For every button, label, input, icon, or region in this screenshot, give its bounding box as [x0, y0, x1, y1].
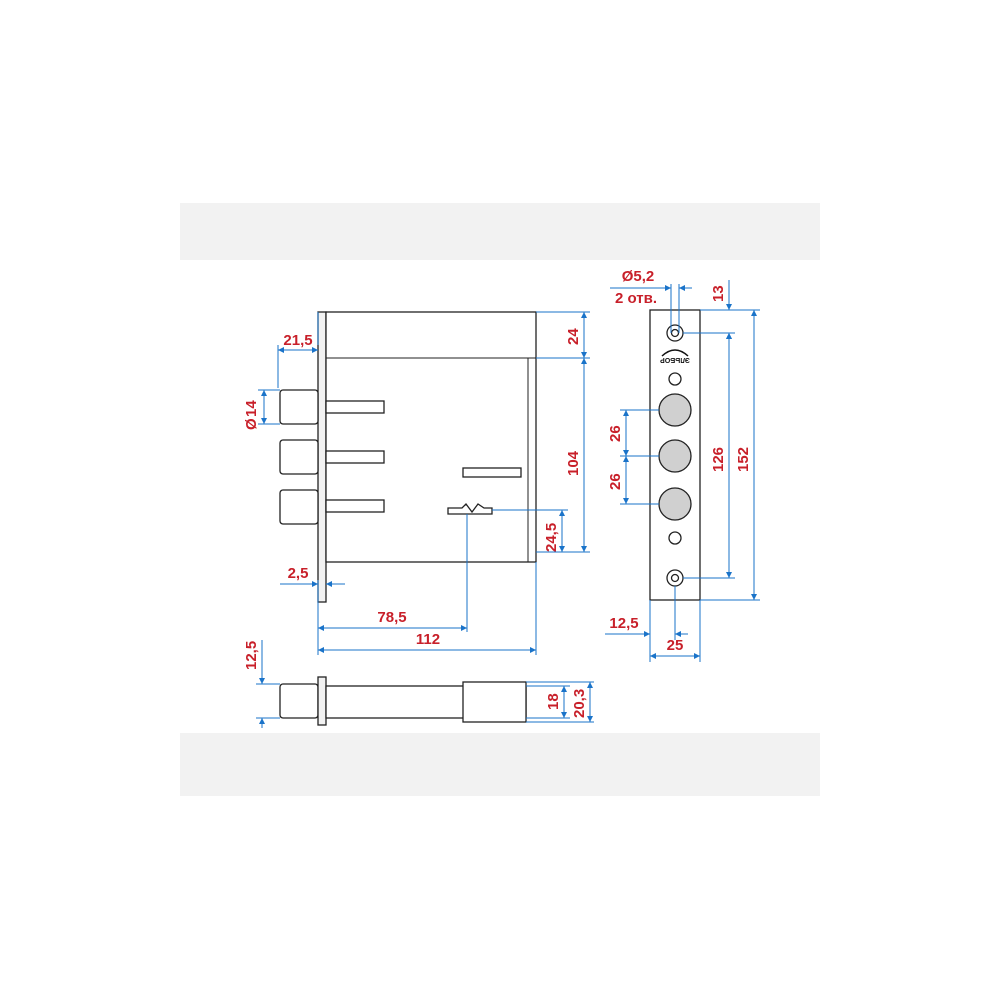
bolt-bar-1 — [325, 400, 385, 414]
brand-logo: ЭЛЬБОР — [660, 349, 690, 363]
mount-hole-top-inner — [670, 328, 680, 338]
dim-26-b: 26 — [607, 473, 624, 490]
dim-78-5: 78,5 — [377, 609, 406, 626]
dim-14: 14 — [243, 400, 260, 417]
faceplate — [317, 311, 327, 603]
bolt-bar-3 — [325, 499, 385, 513]
dim-26-a: 26 — [607, 425, 624, 442]
lock-case — [325, 311, 537, 563]
background-band-top — [180, 203, 820, 260]
dim-104: 104 — [565, 450, 582, 476]
bolt-2 — [279, 439, 319, 475]
strike-plate: ЭЛЬБОР — [649, 309, 701, 601]
dim-152: 152 — [735, 447, 752, 472]
bolt-3 — [279, 489, 319, 525]
bolt-bar-2 — [325, 450, 385, 464]
logo-text: ЭЛЬБОР — [660, 356, 690, 363]
bolt-1 — [279, 389, 319, 425]
bolt-hole-1 — [658, 393, 692, 427]
dim-24: 24 — [565, 328, 582, 345]
side-faceplate — [317, 676, 327, 726]
lock-side-view — [279, 676, 527, 726]
dim-12-5-side: 12,5 — [243, 641, 260, 670]
dim-12-5-plate: 12,5 — [609, 615, 638, 632]
side-cover — [462, 681, 527, 723]
dim-2-5: 2,5 — [288, 565, 309, 582]
bolt-hole-2 — [658, 439, 692, 473]
dim-24-5: 24,5 — [543, 523, 560, 552]
dim-21-5: 21,5 — [283, 332, 312, 349]
side-bolt — [279, 683, 319, 719]
dim-20-3: 20,3 — [571, 689, 588, 718]
dim-5-2: Ø5,2 — [622, 268, 655, 285]
mount-hole-bottom-inner — [670, 573, 680, 583]
background-band-bottom — [180, 733, 820, 796]
lock-slot — [462, 467, 522, 478]
dim-18: 18 — [545, 693, 562, 710]
dim-126: 126 — [710, 447, 727, 472]
small-hole-bottom — [668, 531, 682, 545]
dim-diameter-sign: Ø — [243, 418, 260, 430]
dim-112: 112 — [416, 631, 440, 648]
lock-front-view — [279, 311, 537, 603]
dim-holes-note: 2 отв. — [615, 290, 657, 307]
small-hole-top — [668, 372, 682, 386]
bolt-hole-3 — [658, 487, 692, 521]
keyhole — [447, 503, 493, 515]
dim-13: 13 — [710, 285, 727, 302]
dim-25: 25 — [667, 637, 684, 654]
